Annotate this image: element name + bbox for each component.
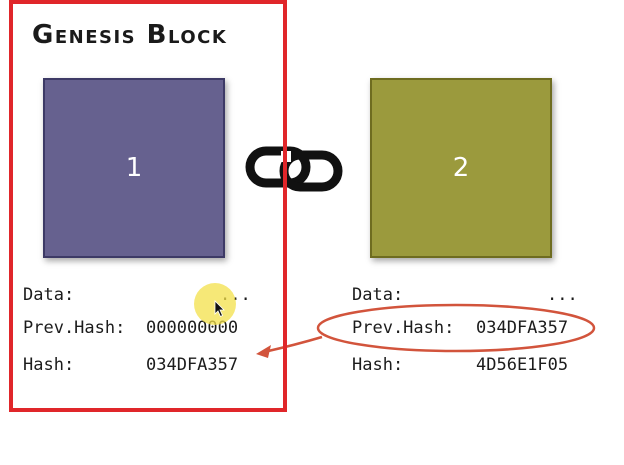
genesis-block-square: 1 (43, 78, 225, 258)
annotation-arrow-head (256, 345, 271, 358)
block2-prev-hash-value: 034DFA357 (476, 318, 569, 338)
block2-prev-hash-label: Prev.Hash: (352, 318, 455, 338)
block2-data-value: ... (547, 285, 578, 305)
block1-data-label: Data: (23, 285, 75, 305)
block1-hash-value: 034DFA357 (146, 355, 239, 375)
chain-link-icon (245, 146, 343, 192)
block-number: 2 (452, 153, 470, 183)
block2-data-label: Data: (352, 285, 404, 305)
second-block-square: 2 (370, 78, 552, 258)
mouse-pointer-icon (214, 300, 225, 318)
block-number: 1 (125, 153, 143, 183)
annotation-arrow-line (263, 335, 323, 354)
diagram-title: Genesis Block (32, 20, 228, 50)
block1-hash-label: Hash: (23, 355, 75, 375)
block1-prev-hash-label: Prev.Hash: (23, 318, 126, 338)
block2-hash-value: 4D56E1F05 (476, 355, 569, 375)
block2-hash-label: Hash: (352, 355, 404, 375)
